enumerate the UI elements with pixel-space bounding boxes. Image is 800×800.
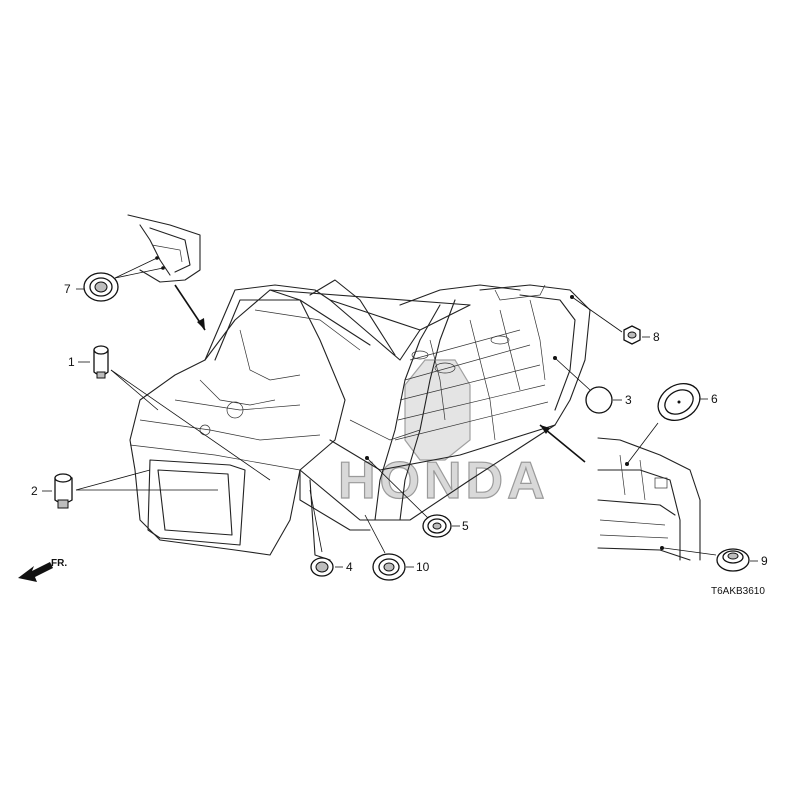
honda-watermark: HONDA: [337, 359, 549, 511]
callout-10[interactable]: 10: [364, 514, 430, 581]
callout-label-5: 5: [462, 519, 469, 533]
front-arrow-icon: [18, 562, 53, 582]
inset-rear-floor: [597, 437, 701, 561]
callout-4[interactable]: 4: [309, 489, 353, 577]
callout-label-4: 4: [346, 560, 353, 574]
inset-front-pillar: [127, 214, 201, 283]
callout-9[interactable]: 9: [663, 547, 768, 572]
callout-label-1: 1: [68, 355, 75, 369]
callout-label-2: 2: [31, 484, 38, 498]
leader-lines: [174, 284, 611, 463]
callout-label-10: 10: [416, 560, 430, 574]
callout-label-7: 7: [64, 282, 71, 296]
callout-label-6: 6: [711, 392, 718, 406]
callout-3[interactable]: 3: [553, 356, 632, 414]
diagram-code: T6AKB3610: [711, 586, 765, 597]
callout-label-9: 9: [761, 554, 768, 568]
callout-1[interactable]: 1: [68, 345, 271, 481]
callout-7[interactable]: 7: [64, 257, 164, 302]
callout-2[interactable]: 2: [31, 469, 218, 509]
front-label: FR.: [51, 558, 67, 569]
car-body-frame: [129, 279, 591, 561]
callout-label-8: 8: [653, 330, 660, 344]
callout-6[interactable]: 6: [626, 376, 718, 465]
callout-label-3: 3: [625, 393, 632, 407]
callout-8[interactable]: 8: [570, 295, 660, 345]
callout-5[interactable]: 5: [365, 456, 469, 538]
watermark-text: HONDA: [338, 452, 549, 510]
front-direction-indicator: FR.: [18, 558, 67, 582]
